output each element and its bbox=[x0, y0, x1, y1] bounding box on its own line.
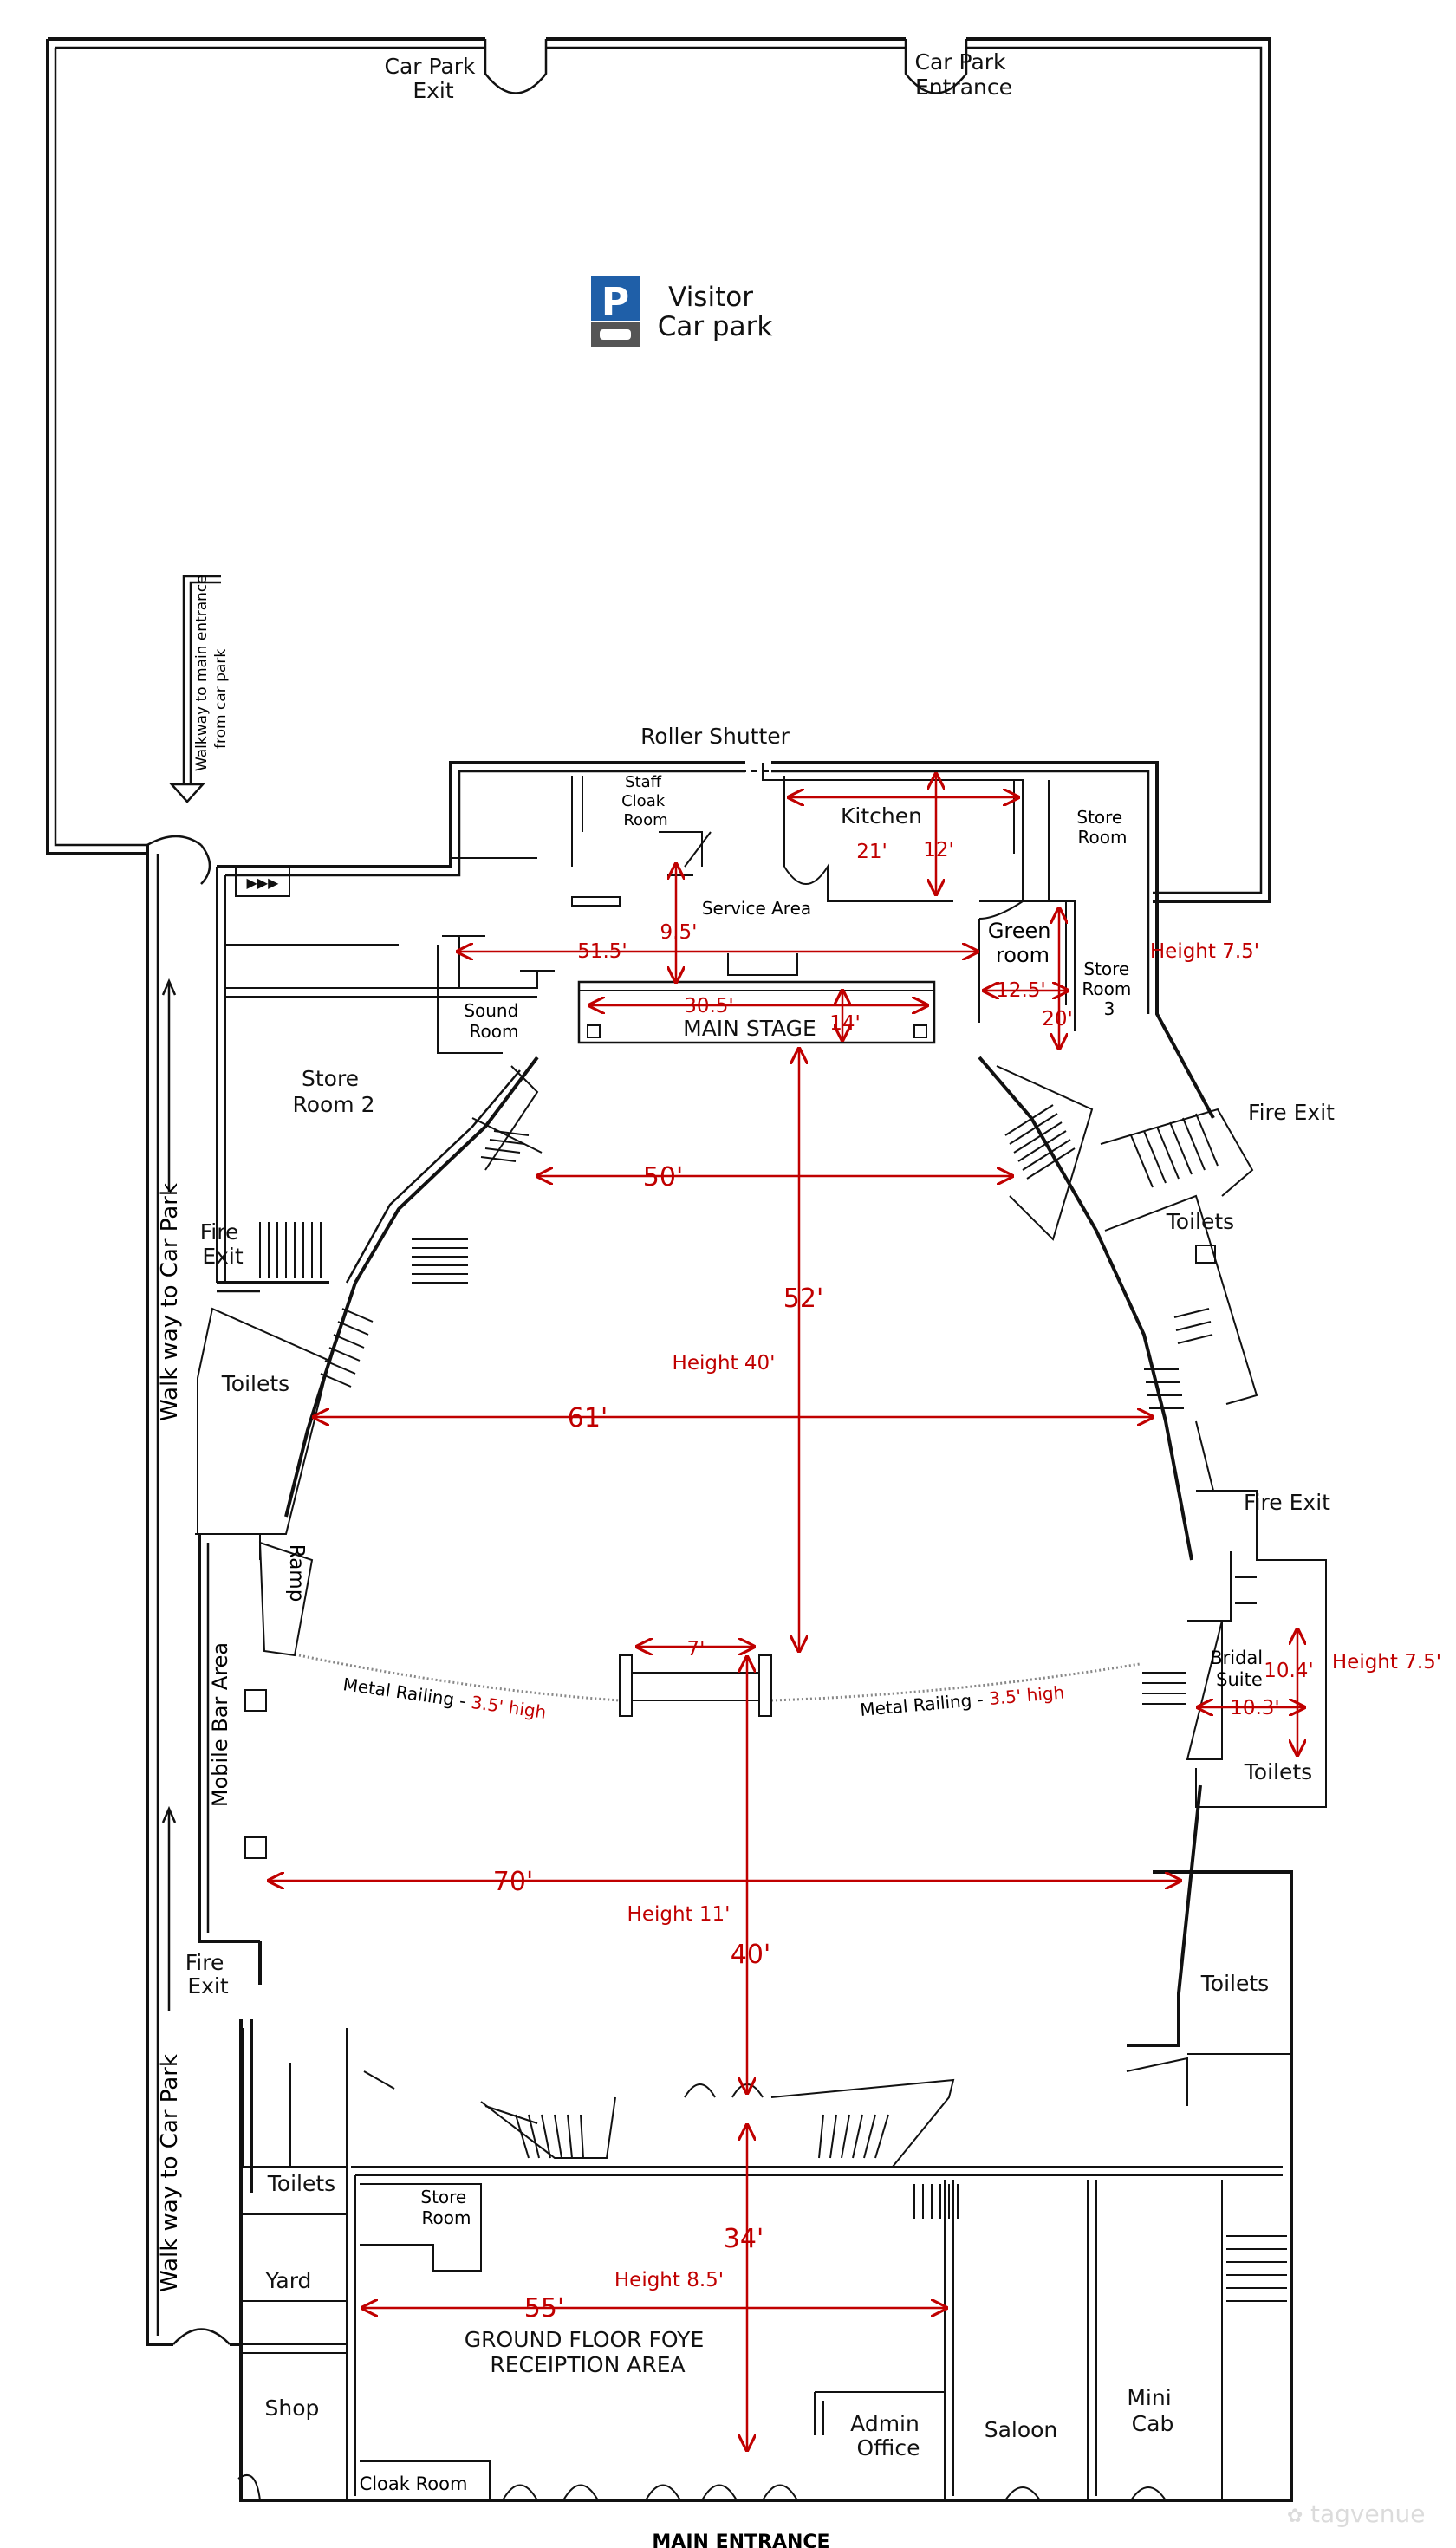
main-hall-walls bbox=[195, 1056, 1327, 2201]
car-park-area bbox=[46, 37, 1271, 903]
walkway-label-lower: Walk way to Car Park bbox=[157, 2054, 183, 2292]
saloon-label: Saloon bbox=[985, 2417, 1058, 2442]
store-room-label: Store Room bbox=[1076, 807, 1128, 848]
svg-text:tagvenue: tagvenue bbox=[1310, 2499, 1425, 2528]
fire-exit-lower-left-label: Fire Exit bbox=[185, 1950, 231, 1999]
stage-depth-dimension: 14' bbox=[829, 1012, 861, 1035]
service-height-dimension: 9.5' bbox=[660, 921, 698, 944]
parking-sign-letter: P bbox=[601, 280, 629, 324]
watermark: ✿ tagvenue bbox=[1287, 2499, 1425, 2528]
walkway-label-upper: Walk way to Car Park bbox=[157, 1183, 183, 1421]
kitchen-label: Kitchen bbox=[841, 803, 922, 829]
fire-exit-left-label: Fire Exit bbox=[200, 1219, 246, 1269]
foyer-width-dimension: 55' bbox=[524, 2293, 564, 2324]
foyer-label: GROUND FLOOR FOYE RECEIPTION AREA bbox=[465, 2327, 711, 2377]
kitchen-height-dimension: 12' bbox=[923, 839, 954, 861]
toilet-fixture bbox=[1195, 1245, 1216, 1264]
toilets-foyer-label: Toilets bbox=[267, 2171, 335, 2196]
lower-length-dimension: 40' bbox=[731, 1940, 770, 1970]
emergency-sign-icon: ▶▶▶ bbox=[235, 866, 290, 897]
staff-cloak-room-label: Staff Cloak Room bbox=[621, 773, 670, 829]
toilets-left-label: Toilets bbox=[221, 1371, 289, 1396]
hall-length-dimension: 52' bbox=[783, 1284, 823, 1314]
bridal-height-dimension: 10.4' bbox=[1264, 1660, 1314, 1682]
stage-width-dimension: 30.5' bbox=[684, 995, 734, 1017]
car-park-entrance-label: Car Park Entrance bbox=[915, 49, 1013, 100]
fire-exit-mid-label: Fire Exit bbox=[1244, 1490, 1330, 1515]
car-park-exit-label: Car Park Exit bbox=[385, 54, 483, 103]
foyer-length-dimension: 34' bbox=[724, 2224, 764, 2254]
visitor-car-park-label: Visitor Car park bbox=[658, 282, 773, 342]
cloak-room-label: Cloak Room bbox=[360, 2473, 468, 2494]
lower-height-dimension: Height 11' bbox=[627, 1903, 731, 1926]
railing-gap-dimension: 7' bbox=[687, 1638, 705, 1661]
bridal-room-height-dimension: Height 7.5' bbox=[1332, 1651, 1441, 1674]
admin-office-label: Admin Office bbox=[850, 2411, 926, 2460]
ramp-label: Ramp bbox=[285, 1544, 308, 1602]
bridal-suite-label: Bridal Suite bbox=[1210, 1648, 1269, 1690]
stairs-top-right bbox=[1004, 1104, 1219, 1409]
roller-shutter-label: Roller Shutter bbox=[640, 724, 790, 749]
green-room-height-dimension: 20' bbox=[1042, 1008, 1073, 1030]
stairs-top-left bbox=[259, 1130, 530, 1388]
foyer-height-dimension: Height 8.5' bbox=[614, 2269, 724, 2291]
hall-width-mid-dimension: 61' bbox=[568, 1403, 608, 1433]
parking-sign-icon: P bbox=[591, 276, 640, 347]
measurement-lines bbox=[269, 774, 1304, 2450]
shop-label: Shop bbox=[265, 2395, 320, 2421]
service-area-label: Service Area bbox=[702, 898, 811, 919]
bridal-width-dimension: 10.3' bbox=[1230, 1697, 1280, 1719]
svg-text:▶▶▶: ▶▶▶ bbox=[247, 874, 280, 891]
mini-cab-label: Mini Cab bbox=[1127, 2385, 1178, 2436]
fire-exit-right-label: Fire Exit bbox=[1248, 1100, 1335, 1125]
tagvenue-logo-icon: ✿ bbox=[1287, 2506, 1303, 2527]
green-room-width-dimension: 12.5' bbox=[996, 979, 1046, 1002]
service-width-dimension: 51.5' bbox=[577, 940, 627, 963]
walkway-label: Walkway to main entrance from car park bbox=[193, 570, 230, 771]
store-room-2-label: Store Room 2 bbox=[292, 1066, 374, 1117]
stairs-bridal bbox=[1142, 1672, 1186, 1705]
backstage-walls bbox=[216, 761, 1215, 1283]
walkway-arrowhead-lower bbox=[161, 1805, 177, 1823]
walkway-arrow bbox=[169, 575, 221, 803]
foyer-walls bbox=[237, 2019, 1293, 2502]
stairs-foyer bbox=[515, 2114, 1287, 2302]
toilets-right-label: Toilets bbox=[1166, 1209, 1234, 1234]
walkway-walls bbox=[146, 835, 241, 2346]
yard-label: Yard bbox=[265, 2268, 312, 2293]
main-entrance-label: MAIN ENTRANCE bbox=[652, 2532, 829, 2548]
sound-room-label: Sound Room bbox=[464, 1000, 523, 1042]
railing-gate bbox=[619, 1654, 772, 1717]
green-room-label: Green room bbox=[988, 919, 1057, 967]
kitchen-width-dimension: 21' bbox=[856, 841, 887, 863]
bar-fixture-upper bbox=[244, 1689, 267, 1712]
mobile-bar-label: Mobile Bar Area bbox=[208, 1642, 232, 1807]
hall-width-top-dimension: 50' bbox=[643, 1162, 683, 1193]
toilets-bridal-label: Toilets bbox=[1244, 1759, 1312, 1784]
main-stage bbox=[577, 980, 936, 1044]
hall-height-dimension: Height 40' bbox=[673, 1352, 776, 1375]
metal-railing-left bbox=[298, 1654, 621, 1702]
main-stage-label: MAIN STAGE bbox=[683, 1016, 816, 1041]
walkway-arrowhead-upper bbox=[161, 978, 177, 996]
height-service-dimension: Height 7.5' bbox=[1150, 940, 1259, 963]
metal-railing-right bbox=[770, 1662, 1141, 1702]
toilets-lower-right-label: Toilets bbox=[1200, 1971, 1269, 1996]
store-room-foyer-label: Store Room bbox=[420, 2187, 471, 2228]
bar-fixture-lower bbox=[244, 1836, 267, 1859]
lower-width-dimension: 70' bbox=[493, 1867, 533, 1897]
store-room-3-label: Store Room 3 bbox=[1082, 959, 1136, 1019]
